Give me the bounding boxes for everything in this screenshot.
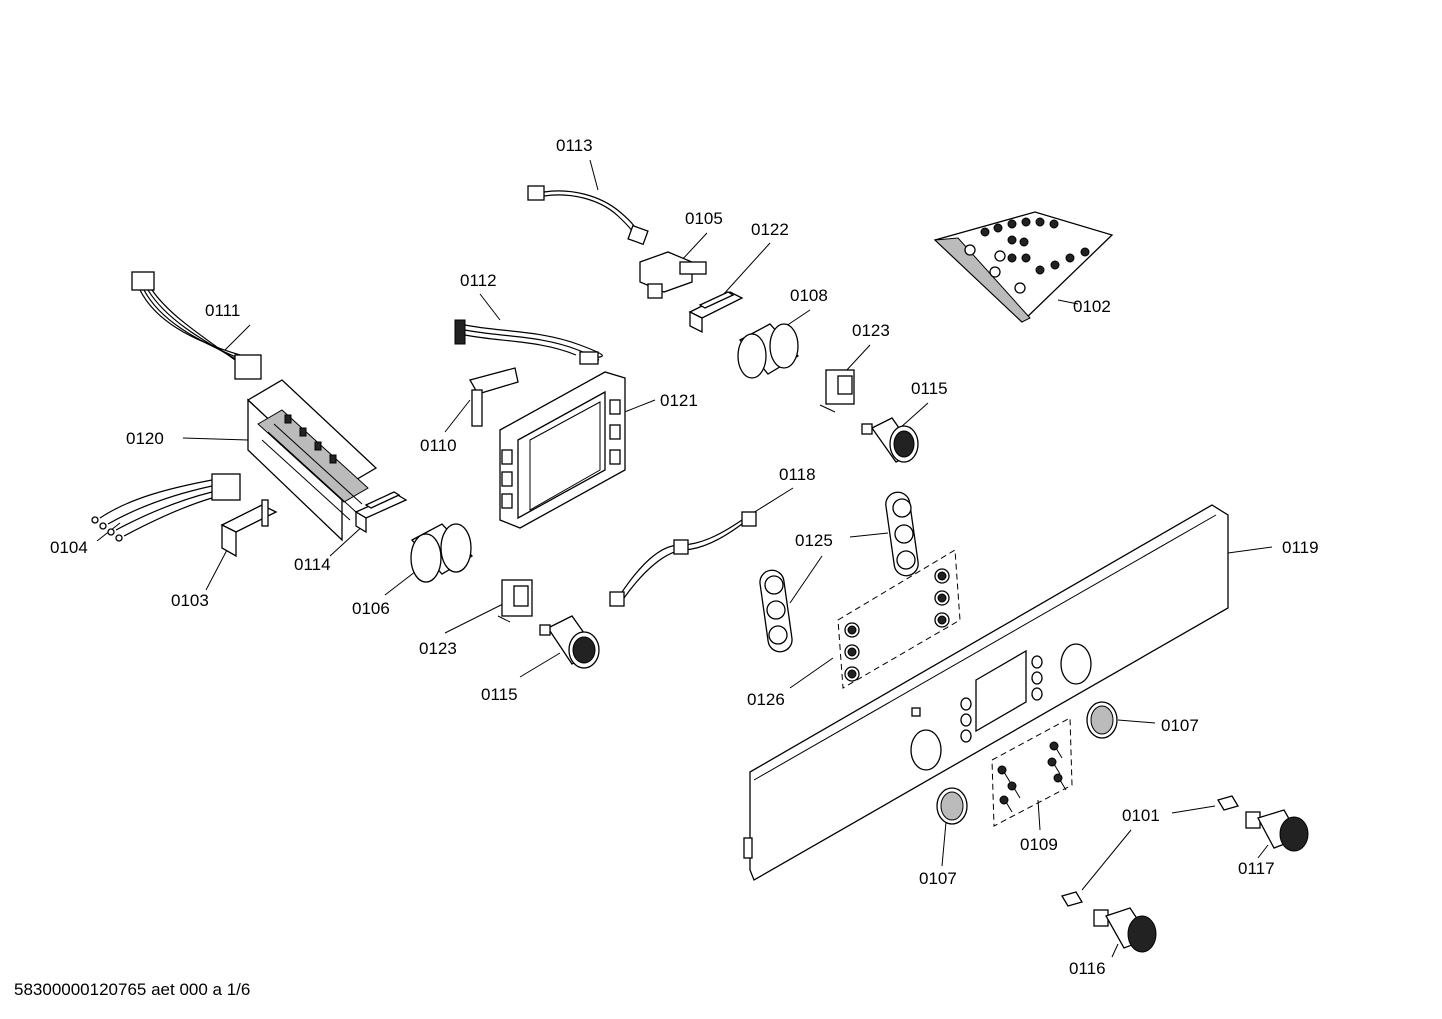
bracket-0103 — [220, 499, 278, 558]
label-0111: 0111 — [205, 301, 240, 320]
wire-harness-0104 — [91, 473, 241, 542]
knob-body-0115-top — [861, 417, 919, 463]
push-button-group-0126 — [837, 549, 961, 689]
label-0107-bottom: 0107 — [919, 869, 957, 888]
label-0101: 0101 — [1122, 806, 1160, 825]
cylinder-0106 — [410, 523, 474, 583]
label-0106: 0106 — [352, 599, 390, 618]
label-0117: 0117 — [1238, 859, 1275, 878]
label-0104: 0104 — [50, 538, 88, 557]
knob-0117 — [1245, 809, 1309, 852]
knob-0116 — [1093, 907, 1157, 953]
label-0107-right: 0107 — [1161, 716, 1199, 735]
screw-group-0109 — [991, 717, 1073, 827]
label-0116: 0116 — [1069, 959, 1106, 978]
label-0110: 0110 — [420, 436, 457, 455]
switch-0105 — [639, 251, 707, 299]
label-0102: 0102 — [1073, 297, 1111, 316]
screw-bag-0102 — [933, 211, 1114, 323]
label-0112: 0112 — [460, 271, 497, 290]
knob-body-0115-bottom — [539, 615, 600, 669]
label-0118: 0118 — [779, 465, 816, 484]
ribbon-cable-0112 — [454, 319, 603, 365]
relay-board-0120 — [246, 379, 378, 542]
control-module-0121 — [499, 371, 626, 529]
screws-in-bag — [964, 217, 1090, 294]
document-footer-id: 58300000120765 aet 000 a 1/6 — [14, 980, 251, 999]
wire-harness-0111 — [131, 271, 262, 380]
ring-0107-right — [1086, 701, 1118, 739]
label-0122: 0122 — [751, 220, 789, 239]
wire-harness-0113 — [527, 185, 649, 246]
wire-harness-0118 — [609, 511, 757, 607]
clip-0110 — [469, 367, 519, 427]
holder-0123-bottom — [497, 579, 533, 623]
label-chip-0101-a — [1217, 795, 1239, 811]
button-holder-0125-right — [885, 491, 919, 577]
label-0103: 0103 — [171, 591, 209, 610]
label-0105: 0105 — [685, 209, 723, 228]
label-0121: 0121 — [660, 391, 698, 410]
holder-0123-top — [819, 369, 855, 413]
label-0120: 0120 — [126, 429, 164, 448]
part-labels: 0113 0105 0122 0108 0123 0115 0102 0112 … — [50, 136, 1319, 978]
label-0123-top: 0123 — [852, 321, 890, 340]
label-0125: 0125 — [795, 531, 833, 550]
label-0108: 0108 — [790, 286, 828, 305]
label-0109: 0109 — [1020, 835, 1058, 854]
bracket-0122 — [688, 291, 744, 334]
label-chip-0101-b — [1061, 891, 1083, 907]
cylinder-0108 — [737, 323, 800, 379]
label-0123-bottom: 0123 — [419, 639, 457, 658]
label-0115-bottom: 0115 — [481, 685, 518, 704]
bracket-0114 — [354, 491, 408, 534]
label-0114: 0114 — [294, 555, 331, 574]
control-panel-0119 — [743, 504, 1229, 881]
label-0119: 0119 — [1282, 538, 1319, 557]
button-holder-0125-left — [759, 569, 793, 653]
ring-0107-bottom — [936, 787, 968, 825]
label-0115-top: 0115 — [911, 379, 948, 398]
label-0113: 0113 — [556, 136, 593, 155]
label-0126: 0126 — [747, 690, 785, 709]
